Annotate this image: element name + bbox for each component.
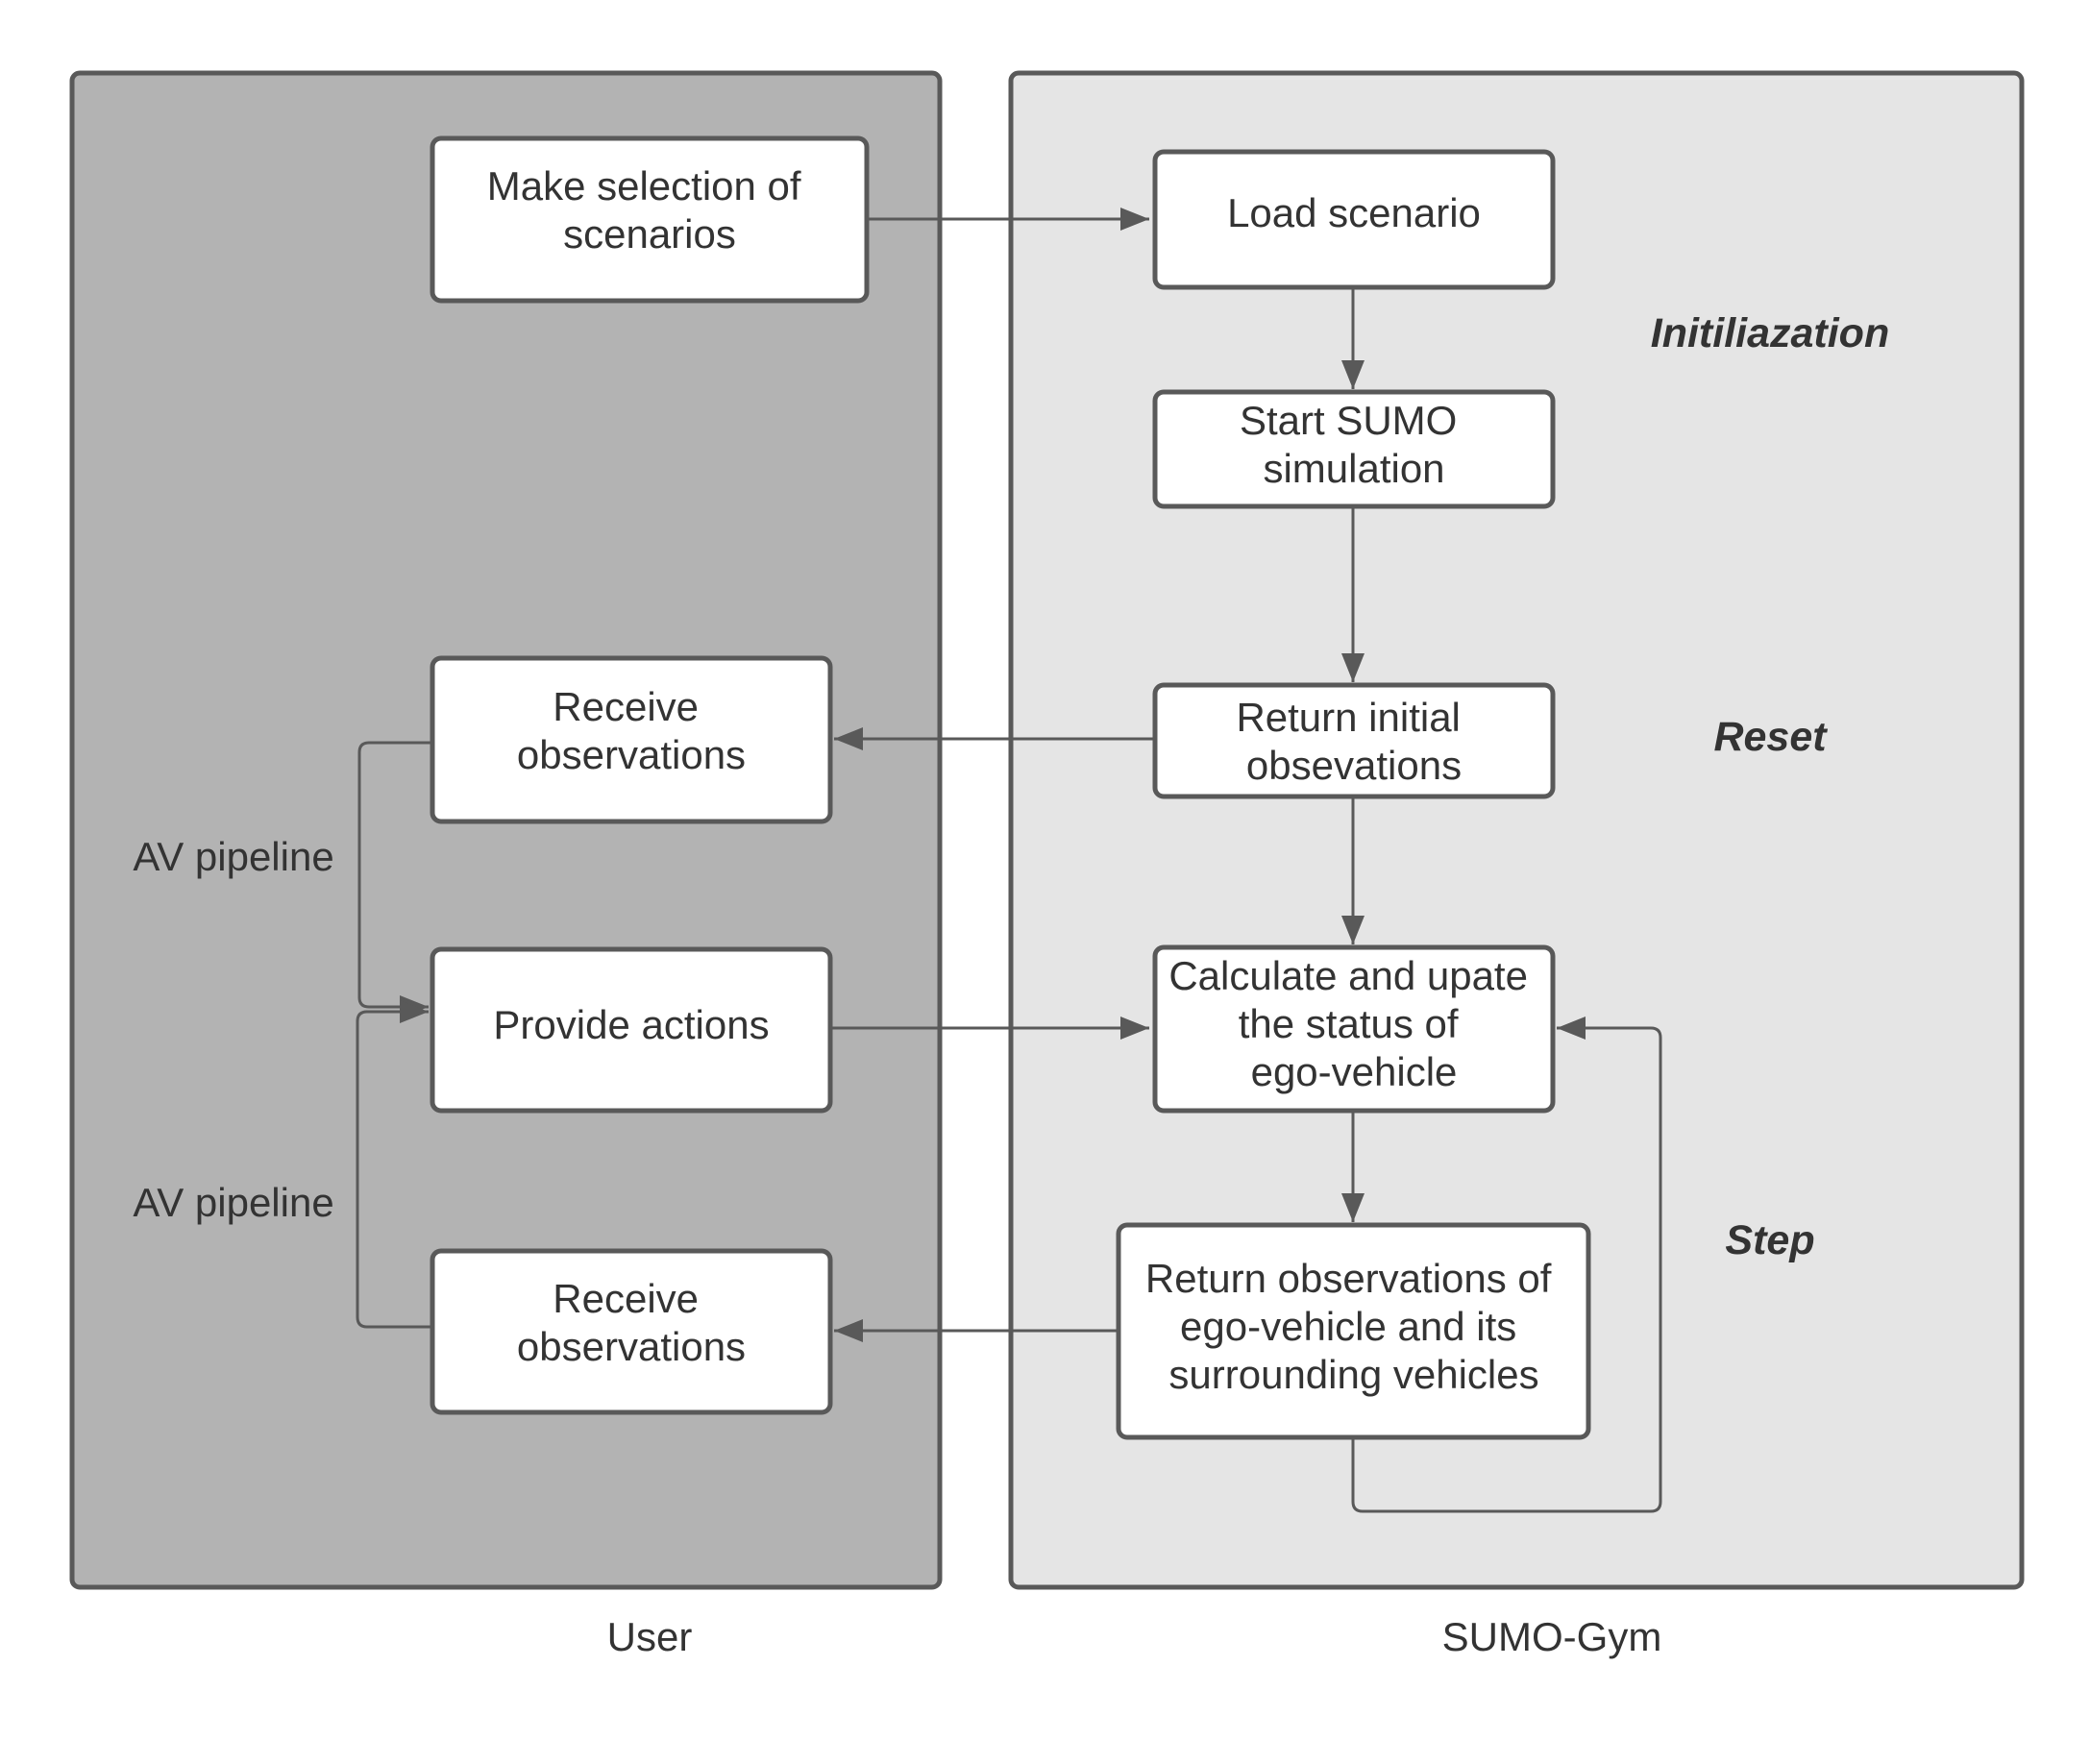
pipeline-label-bottom: AV pipeline xyxy=(133,1180,333,1225)
node-return-initial-text: Return initial obsevations xyxy=(1236,695,1471,788)
pipeline-label-top: AV pipeline xyxy=(133,834,333,879)
section-label-step: Step xyxy=(1725,1217,1814,1263)
node-start-sumo-box xyxy=(1152,389,1556,509)
loop-return-obs-to-calculate xyxy=(1351,1017,1662,1513)
section-label-reset: Reset xyxy=(1713,714,1828,760)
node-return-observations-box xyxy=(1116,1222,1591,1440)
node-make-selection-text: Make selection of scenarios xyxy=(487,163,813,257)
node-start-sumo-text: Start SUMO simulation xyxy=(1240,398,1468,491)
user-panel xyxy=(69,70,943,1590)
section-label-init: Initiliazation xyxy=(1651,310,1889,356)
node-calculate-update-text: Calculate and upate the status of ego-ve… xyxy=(1168,953,1538,1094)
node-receive-obs-1-text: Receive observations xyxy=(517,684,746,777)
pipeline-top-connector xyxy=(357,741,432,1018)
node-make-selection-box xyxy=(430,135,870,304)
user-caption: User xyxy=(607,1614,693,1659)
node-return-initial-box xyxy=(1152,682,1556,799)
node-load-scenario-text: Load scenario xyxy=(1227,190,1481,235)
sumo-gym-caption: SUMO-Gym xyxy=(1442,1614,1662,1659)
node-receive-obs-2-text: Receive observations xyxy=(517,1276,746,1369)
node-receive-obs-1-box xyxy=(430,655,833,824)
pipeline-bottom-connector xyxy=(356,1000,432,1329)
node-receive-obs-2-box xyxy=(430,1248,833,1415)
node-texts: Make selection of scenarios Receive obse… xyxy=(487,163,1562,1397)
node-provide-actions-text: Provide actions xyxy=(493,1002,769,1047)
node-provide-actions-box xyxy=(430,946,833,1114)
node-load-scenario-box xyxy=(1152,149,1556,290)
node-calculate-update-box xyxy=(1152,944,1556,1114)
node-return-observations-text: Return observations of ego-vehicle and i… xyxy=(1145,1256,1562,1397)
nodes xyxy=(430,135,1591,1440)
connectors xyxy=(356,208,1662,1513)
